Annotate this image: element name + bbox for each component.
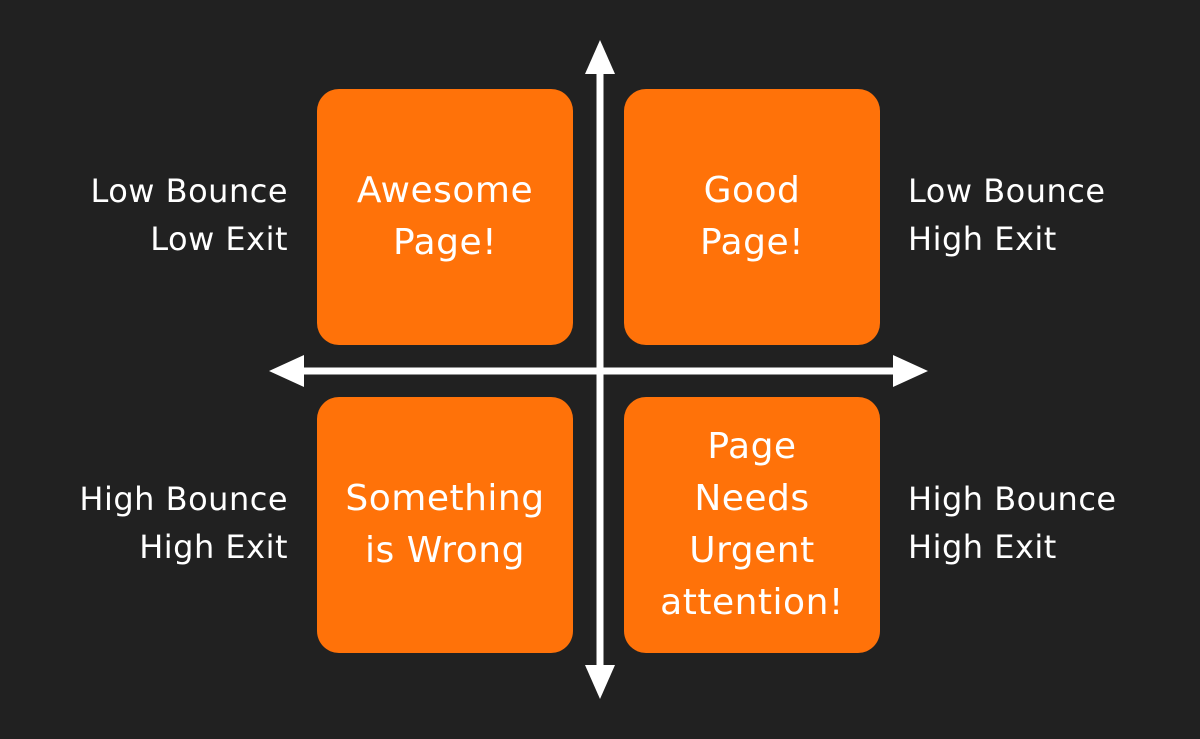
side-label-top-left: Low Bounce Low Exit xyxy=(90,172,288,258)
horizontal-axis xyxy=(269,355,928,387)
quadrant-box-top-left: Awesome Page! xyxy=(317,89,573,345)
quadrant-box-bottom-right: Page Needs Urgent attention! xyxy=(624,397,880,653)
side-label-bottom-right: High Bounce High Exit xyxy=(908,480,1117,566)
arrow-left-icon xyxy=(269,355,304,387)
quadrant-text-top-right: Good Page! xyxy=(699,170,805,263)
arrow-down-icon xyxy=(585,665,615,699)
side-label-bottom-left: High Bounce High Exit xyxy=(79,480,288,566)
arrow-up-icon xyxy=(585,40,615,74)
quadrant-box-top-right: Good Page! xyxy=(624,89,880,345)
quadrant-text-top-left: Awesome Page! xyxy=(356,170,534,263)
arrow-right-icon xyxy=(893,355,928,387)
quadrant-box-bottom-left: Something is Wrong xyxy=(317,397,573,653)
quadrant-text-bottom-left: Something is Wrong xyxy=(345,478,545,571)
side-label-top-right: Low Bounce High Exit xyxy=(908,172,1106,258)
quadrant-text-bottom-right: Page Needs Urgent attention! xyxy=(660,426,844,623)
